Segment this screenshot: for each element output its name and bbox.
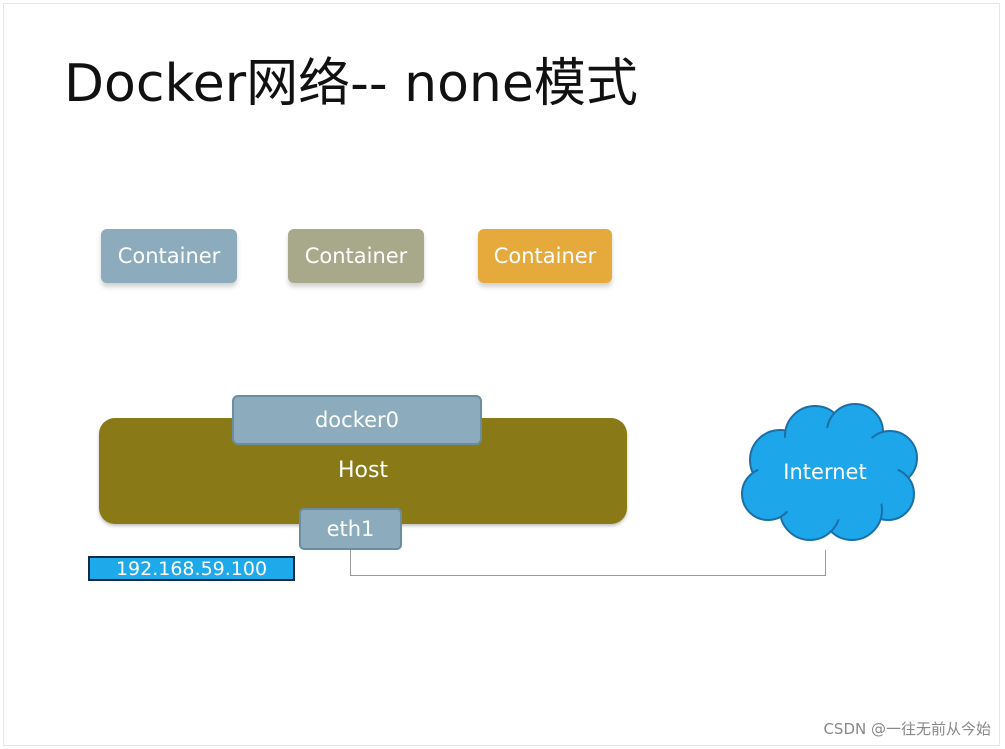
container-box-2: Container: [288, 229, 424, 283]
docker0-bridge: docker0: [232, 395, 482, 445]
container-label: Container: [304, 244, 408, 268]
network-connection-line: [350, 550, 826, 576]
watermark: CSDN @一往无前从今始: [823, 720, 991, 738]
eth1-interface: eth1: [299, 508, 402, 550]
docker0-label: docker0: [314, 408, 400, 432]
container-box-1: Container: [101, 229, 237, 283]
container-label: Container: [493, 244, 597, 268]
ip-address-text: 192.168.59.100: [115, 557, 268, 580]
ip-address-label: 192.168.59.100: [88, 556, 295, 581]
host-label: Host: [337, 458, 389, 483]
container-box-3: Container: [478, 229, 612, 283]
container-label: Container: [117, 244, 221, 268]
slide-title: Docker网络-- none模式: [64, 54, 638, 114]
eth1-label: eth1: [326, 517, 375, 541]
slide: [4, 4, 999, 745]
internet-label: Internet: [783, 460, 867, 484]
internet-cloud-icon: [741, 403, 918, 541]
